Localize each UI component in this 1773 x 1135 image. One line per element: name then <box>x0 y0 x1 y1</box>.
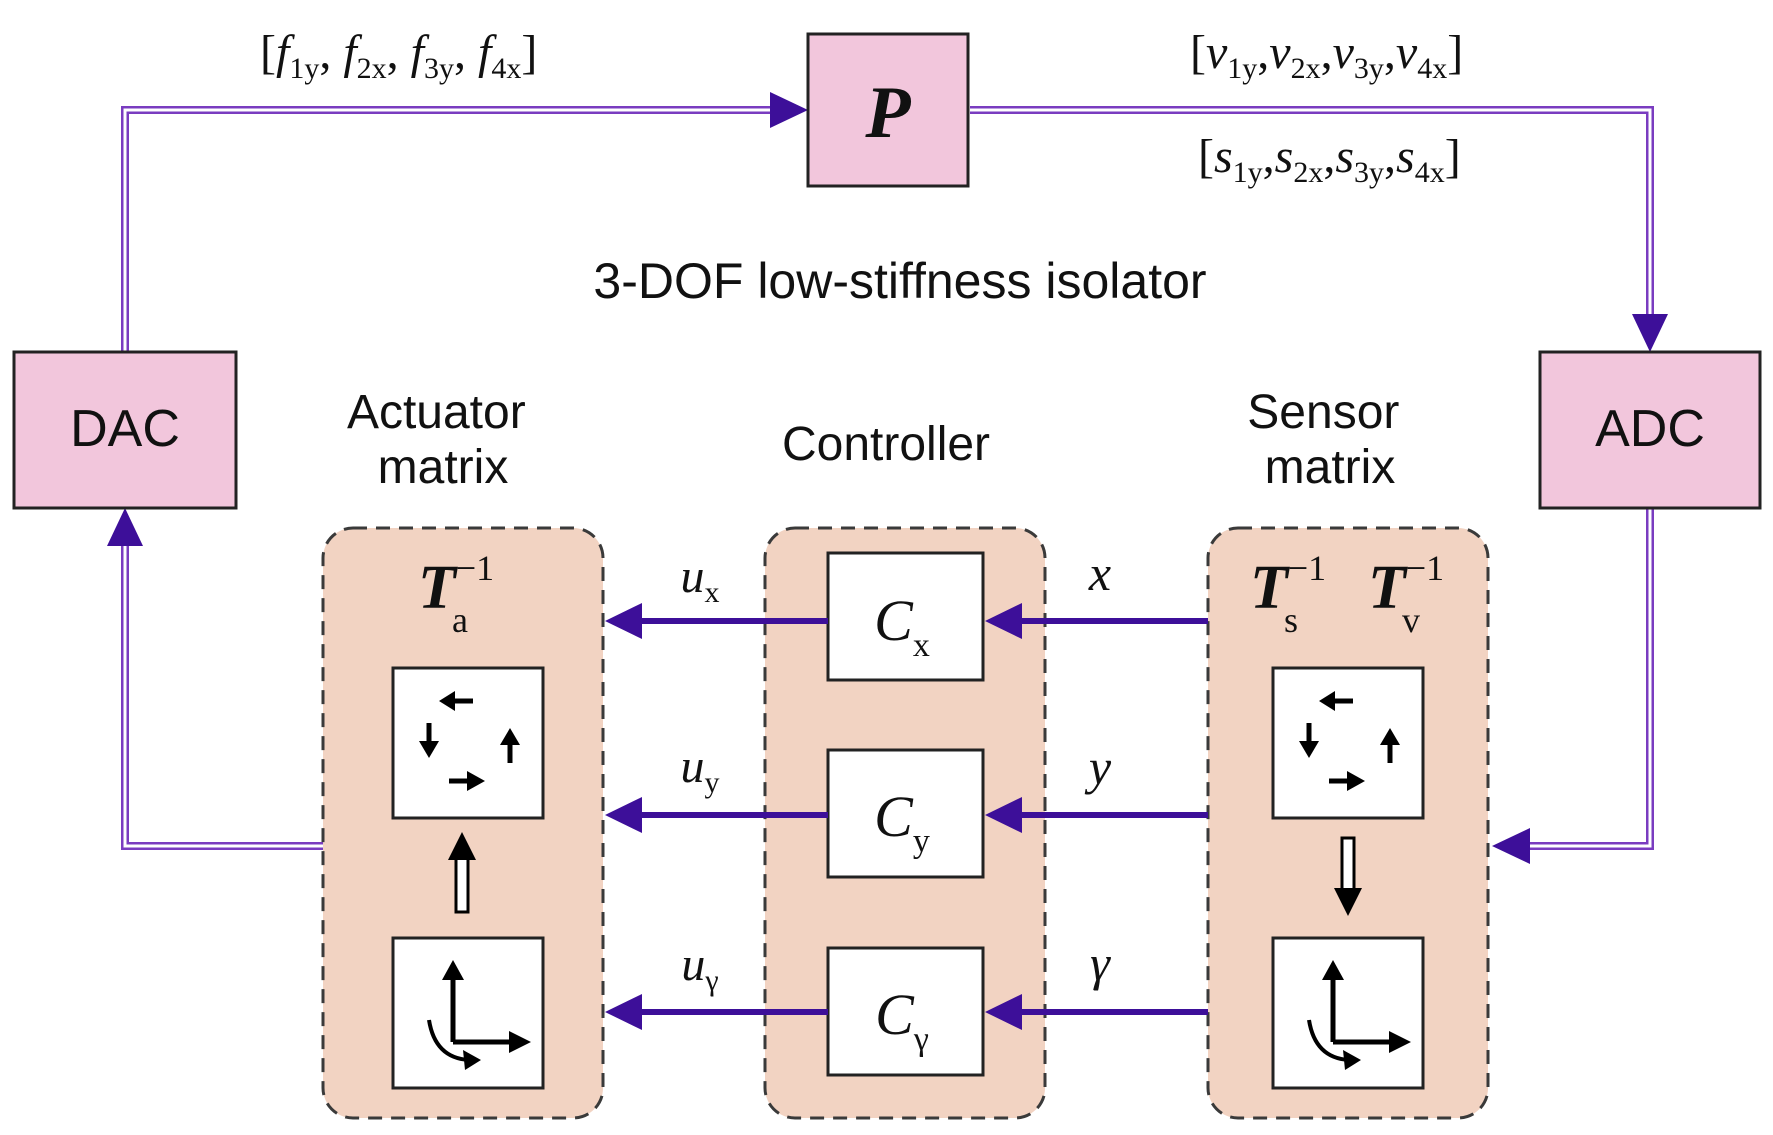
controller-cy-label: Cy <box>874 784 930 860</box>
dac-block <box>12 350 238 510</box>
signal-ux-label: ux <box>681 550 720 609</box>
displacement-vector-label: [s1y,s2x,s3y,s4x] <box>1198 130 1461 189</box>
signal-x-label: x <box>1088 545 1111 601</box>
arrowhead-to-p <box>770 92 808 128</box>
adc-block <box>1538 350 1762 510</box>
velocity-vector-label: [v1y,v2x,v3y,v4x] <box>1190 26 1463 85</box>
controller-title: Controller <box>782 418 990 471</box>
signal-ugamma-label: uγ <box>681 938 718 997</box>
actuator-matrix-title: Actuator matrix <box>347 386 539 494</box>
plant-block <box>806 32 970 188</box>
sensor-to-controller-signals <box>985 603 1208 1030</box>
arrowhead-to-dac <box>107 508 143 546</box>
controller-cg-label: Cγ <box>875 982 929 1058</box>
sensor-matrix-title: Sensor matrix <box>1247 386 1412 494</box>
dac-label: DAC <box>70 400 180 458</box>
feedback-bus <box>107 92 1668 864</box>
hollow-down-arrow-icon <box>1334 836 1362 916</box>
controller-cy-block <box>826 748 985 879</box>
controller-cg-block <box>826 946 985 1077</box>
controller-cx-label: Cx <box>874 588 930 664</box>
arrowhead-to-adc <box>1632 314 1668 352</box>
controller-to-actuator-signals <box>605 603 828 1030</box>
signal-y-label: y <box>1084 739 1112 795</box>
adc-label: ADC <box>1595 400 1705 458</box>
arrowhead-to-sensor <box>1492 828 1530 864</box>
plant-caption: 3-DOF low-stiffness isolator <box>593 253 1206 309</box>
signal-gamma-label: γ <box>1090 935 1111 991</box>
plant-label: P <box>864 72 911 154</box>
controller-cx-block <box>826 551 985 682</box>
input-vector-label: [f1y, f2x, f3y, f4x] <box>260 26 537 85</box>
actuator-rotation-box <box>391 666 545 820</box>
sensor-rotation-box <box>1271 666 1425 820</box>
signal-uy-label: uy <box>681 740 720 799</box>
hollow-up-arrow-icon <box>448 832 476 914</box>
